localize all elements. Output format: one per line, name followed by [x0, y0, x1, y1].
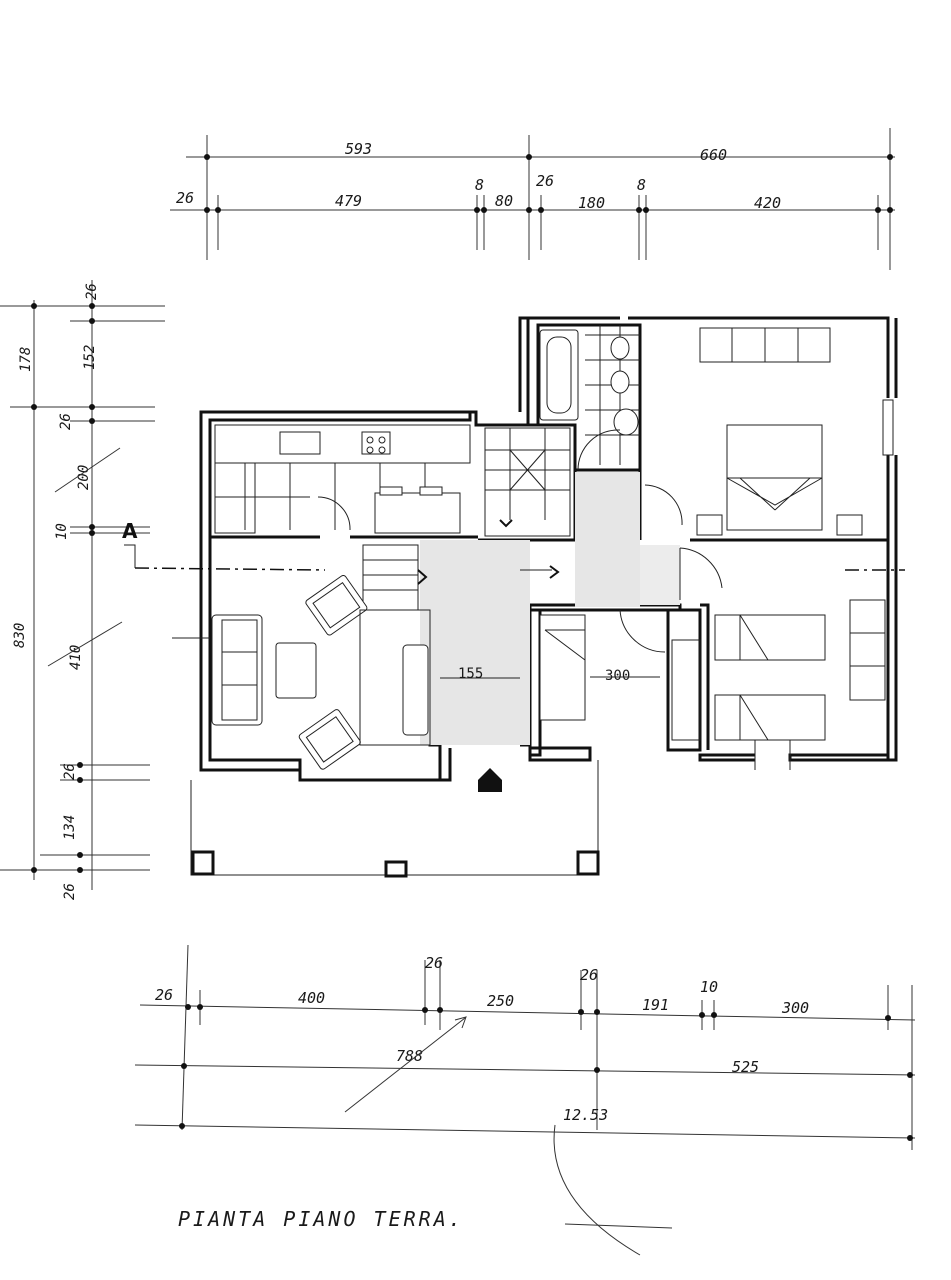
top-overall-dim-1: 593 [345, 140, 372, 158]
bottom-dimension-lines: 26 400 26 250 26 191 10 300 788 525 12.5… [134, 944, 916, 1256]
staircase [362, 427, 571, 611]
top-detail-dim-3: 8 [475, 176, 484, 194]
bottom-detail-dim-4: 250 [487, 992, 514, 1010]
left-detail-dim-1: 26 [84, 283, 100, 300]
top-detail-dim-6: 180 [578, 194, 605, 212]
room-width-label: 300 [605, 668, 630, 684]
single-bedroom: 300 [539, 609, 701, 741]
top-detail-dim-1: 26 [176, 189, 194, 207]
master-bedroom [644, 327, 894, 536]
bottom-detail-dim-8: 300 [781, 999, 809, 1017]
top-detail-dim-7: 8 [637, 176, 646, 194]
bottom-detail-dim-1: 26 [155, 986, 173, 1004]
bottom-overall-dim-2: 525 [732, 1058, 759, 1076]
bottom-detail-dim-2: 400 [298, 989, 325, 1007]
section-line-a: A [122, 519, 905, 571]
plan-caption: PIANTA PIANO TERRA. [178, 1207, 673, 1231]
bottom-detail-dim-6: 191 [642, 996, 669, 1014]
bottom-total-dim: 12.53 [563, 1106, 608, 1124]
bottom-detail-dim-3: 26 [425, 954, 443, 972]
living-room [211, 574, 431, 770]
top-detail-dim-2: 479 [335, 192, 362, 210]
left-detail-dim-6: 410 [68, 645, 84, 670]
top-detail-dim-5: 26 [536, 172, 554, 190]
left-detail-dim-2: 152 [82, 345, 98, 370]
entrance-porch [172, 637, 791, 878]
section-mark: A [122, 519, 138, 543]
left-detail-dim-5: 10 [54, 523, 70, 540]
bottom-detail-dim-5: 26 [580, 966, 598, 984]
top-detail-dim-8: 420 [754, 194, 781, 212]
left-detail-dim-9: 26 [62, 883, 78, 900]
bottom-overall-dim-1: 788 [396, 1047, 423, 1065]
corridor-width-label: 155 [458, 666, 483, 682]
left-detail-dim-8: 134 [62, 815, 78, 840]
left-detail-dim-4: 200 [76, 465, 92, 490]
kitchen [214, 424, 471, 534]
top-overall-dim-2: 660 [700, 146, 727, 164]
top-detail-dim-4: 80 [495, 192, 513, 210]
left-overall-dim-1: 178 [18, 347, 34, 372]
corridor-floor: 155 [420, 472, 680, 745]
caption-text: PIANTA PIANO TERRA. [178, 1207, 464, 1231]
left-dimension-lines: 178 830 26 152 26 200 10 410 26 134 26 [0, 280, 165, 900]
bottom-detail-dim-7: 10 [700, 978, 718, 996]
twin-bedroom [679, 547, 886, 741]
left-overall-dim-2: 830 [12, 623, 28, 648]
left-detail-dim-3: 26 [58, 413, 74, 430]
top-dimension-lines: 593 660 26 479 8 80 26 180 8 420 [170, 128, 895, 270]
left-detail-dim-7: 26 [62, 763, 78, 780]
bathroom [539, 325, 640, 471]
